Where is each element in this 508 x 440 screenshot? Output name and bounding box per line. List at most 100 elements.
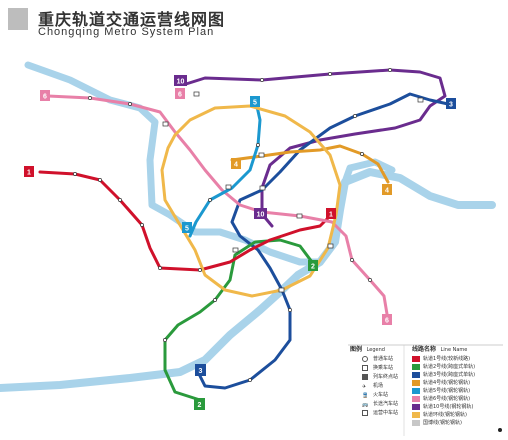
legend-line-entry: 轨道2号线(跨座式单轨)	[423, 364, 476, 370]
station-marker[interactable]	[368, 278, 372, 282]
line-1	[38, 170, 334, 272]
rivers	[0, 61, 496, 392]
expo-line-swatch	[412, 419, 420, 426]
badge-line-3-south[interactable]: 3	[195, 364, 206, 376]
legend-line-entry: 轨道环线(钢轮钢轨)	[423, 412, 467, 418]
interchange-marker[interactable]	[162, 121, 169, 127]
badge-line-6-west[interactable]: 6	[40, 90, 50, 101]
badge-line-4[interactable]: 4	[382, 184, 392, 195]
ordinary-station-icon	[362, 355, 368, 362]
legend-symbol: 换乘车站	[373, 365, 394, 371]
svg-text:1: 1	[329, 212, 333, 219]
badge-line-3-north[interactable]: 3	[446, 98, 456, 109]
interchange-marker[interactable]	[193, 91, 200, 97]
station-marker[interactable]	[140, 223, 144, 227]
svg-text:10: 10	[257, 212, 265, 219]
interchange-marker[interactable]	[417, 97, 424, 103]
train-station-icon: 🚆	[362, 392, 369, 399]
interchange-marker[interactable]	[278, 287, 285, 293]
station-marker[interactable]	[353, 114, 357, 118]
legend-symbol: 运营中车站	[373, 410, 399, 416]
loop-line-swatch	[412, 411, 420, 418]
legend-symbols-title-en: Legend	[366, 347, 385, 353]
interchange-marker[interactable]	[259, 185, 266, 191]
legend-lines-title: 线路名称	[412, 346, 437, 353]
svg-text:5: 5	[185, 226, 189, 233]
badge-line-5-north[interactable]: 5	[250, 96, 260, 107]
badge-line-10-south[interactable]: 10	[254, 208, 267, 219]
interchange-marker[interactable]	[327, 243, 334, 249]
line-5-swatch	[412, 387, 420, 394]
line-6-swatch	[412, 395, 420, 402]
station-marker[interactable]	[98, 178, 102, 182]
station-marker[interactable]	[198, 268, 202, 272]
header-logo-block	[8, 8, 28, 30]
line-5	[188, 100, 262, 238]
badge-line-2-south[interactable]: 2	[194, 398, 205, 410]
station-marker[interactable]	[208, 198, 212, 202]
badge-line-6-south[interactable]: 6	[382, 314, 392, 325]
legend-line-entry: 轨道10号线(钢轮钢轨)	[423, 404, 474, 410]
map-title: 重庆轨道交通运营线网图	[38, 10, 226, 29]
svg-text:1: 1	[27, 170, 31, 177]
badge-line-6-north[interactable]: 6	[175, 88, 185, 99]
interchange-marker[interactable]	[258, 152, 265, 158]
legend-symbol: 长途汽车站	[373, 401, 399, 407]
line-1-swatch	[412, 355, 420, 362]
station-marker[interactable]	[388, 68, 392, 72]
badge-line-5-south[interactable]: 5	[182, 222, 192, 233]
badge-line-1-west[interactable]: 1	[24, 166, 34, 177]
svg-text:3: 3	[199, 368, 203, 375]
badge-line-2-north[interactable]: 2	[308, 260, 318, 271]
legend: 图例 Legend 普通车站 换乘车站 列车终点站 ✈机场 🚆火车站 🚌长途汽车…	[348, 342, 503, 434]
station-marker[interactable]	[158, 266, 162, 270]
station-marker[interactable]	[350, 258, 354, 262]
legend-symbol: 火车站	[373, 392, 389, 398]
map-header: 重庆轨道交通运营线网图 Chongqing Metro System Plan	[8, 6, 308, 42]
map-subtitle: Chongqing Metro System Plan	[38, 26, 215, 38]
station-marker[interactable]	[260, 78, 264, 82]
badge-line-1-east[interactable]: 1	[326, 208, 336, 219]
legend-line-entry: 轨道6号线(钢轮钢轨)	[423, 396, 471, 402]
interchange-marker[interactable]	[232, 247, 239, 253]
line-2-swatch	[412, 363, 420, 370]
badge-line-10-north[interactable]: 10	[174, 75, 187, 86]
line-4	[230, 144, 390, 184]
stations	[73, 68, 424, 382]
station-marker[interactable]	[248, 378, 252, 382]
interchange-marker[interactable]	[296, 213, 303, 219]
legend-line-entry: 轨道1号线(较新线路)	[423, 356, 471, 362]
legend-line-entry: 轨道3号线(跨座式单轨)	[423, 372, 476, 378]
legend-line-entry: 国博线(钢轮钢轨)	[423, 420, 462, 426]
legend-lines-title-en: Line Name	[440, 347, 468, 353]
station-marker[interactable]	[256, 143, 260, 147]
interchange-marker[interactable]	[225, 184, 232, 190]
svg-text:3: 3	[449, 102, 453, 109]
station-marker[interactable]	[328, 72, 332, 76]
bus-station-icon: 🚌	[362, 401, 369, 408]
line-4-swatch	[412, 379, 420, 386]
station-marker[interactable]	[163, 338, 167, 342]
svg-text:6: 6	[178, 92, 182, 99]
station-marker[interactable]	[88, 96, 92, 100]
corner-dot	[498, 428, 502, 432]
station-marker[interactable]	[288, 308, 292, 312]
legend-symbol: 列车终点站	[373, 374, 399, 380]
line-10-swatch	[412, 403, 420, 410]
svg-text:2: 2	[311, 264, 315, 271]
svg-text:4: 4	[234, 162, 238, 169]
badge-line-4-west[interactable]: 4	[231, 158, 241, 169]
legend-symbol: 普通车站	[373, 356, 394, 362]
station-marker[interactable]	[73, 172, 77, 176]
station-marker[interactable]	[213, 298, 217, 302]
yangtze-river-upper	[341, 158, 396, 186]
legend-symbols-title: 图例	[350, 346, 363, 353]
line-3	[198, 92, 450, 390]
station-marker[interactable]	[128, 102, 132, 106]
station-marker[interactable]	[360, 152, 364, 156]
metro-lines	[38, 68, 450, 402]
svg-text:4: 4	[385, 188, 389, 195]
operating-station-icon	[362, 409, 368, 416]
station-marker[interactable]	[118, 198, 122, 202]
